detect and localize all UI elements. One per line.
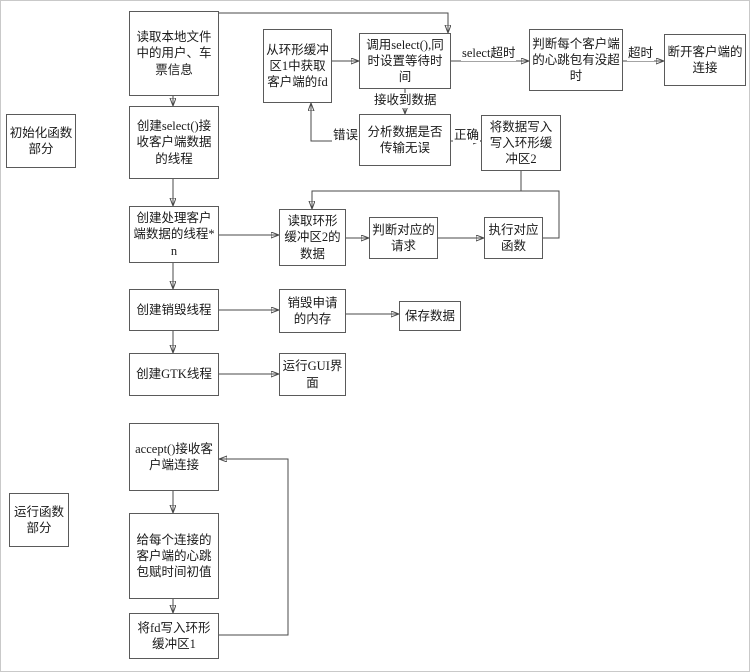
node-get-fd-from-ring1: 从环形缓冲区1中获取客户端的fd	[263, 29, 332, 103]
node-accept-connection: accept()接收客户端连接	[129, 423, 219, 491]
node-create-destroy-thread: 创建销毁线程	[129, 289, 219, 331]
node-write-fd-ring1: 将fd写入环形缓冲区1	[129, 613, 219, 659]
node-init-heartbeat-time: 给每个连接的客户端的心跳包赋时间初值	[129, 513, 219, 599]
node-judge-request: 判断对应的请求	[369, 217, 438, 259]
node-call-select: 调用select(),同时设置等待时间	[359, 33, 451, 89]
edge-label-correct: 正确	[453, 128, 481, 143]
node-analyze-data: 分析数据是否传输无误	[359, 114, 451, 166]
node-destroy-memory: 销毁申请的内存	[279, 289, 346, 333]
edge-exec-loop-to-read-ring2	[312, 190, 560, 239]
node-read-local-file: 读取本地文件中的用户、车票信息	[129, 11, 219, 96]
edge-label-received-data: 接收到数据	[373, 93, 438, 108]
node-check-heartbeat: 判断每个客户端的心跳包有没超时	[529, 29, 623, 91]
node-create-worker-threads: 创建处理客户端数据的线程*n	[129, 206, 219, 263]
node-create-select-thread: 创建select()接收客户端数据的线程	[129, 106, 219, 179]
node-disconnect-client: 断开客户端的连接	[664, 34, 746, 86]
node-run-gui: 运行GUI界面	[279, 353, 346, 396]
edge-read-file-to-call-select	[219, 12, 448, 33]
node-write-ring2: 将数据写入写入环形缓冲区2	[481, 115, 561, 171]
section-label-init: 初始化函数部分	[6, 114, 76, 168]
section-label-run: 运行函数部分	[9, 493, 69, 547]
node-save-data: 保存数据	[399, 301, 461, 331]
edge-write-fd-loop-to-accept	[219, 459, 289, 636]
edge-label-error: 错误	[332, 128, 360, 143]
node-read-ring2: 读取环形缓冲区2的数据	[279, 209, 346, 266]
node-exec-function: 执行对应函数	[484, 217, 543, 259]
edge-label-select-timeout: select超时	[461, 46, 517, 61]
node-create-gtk-thread: 创建GTK线程	[129, 353, 219, 396]
edge-label-timeout: 超时	[627, 46, 655, 61]
